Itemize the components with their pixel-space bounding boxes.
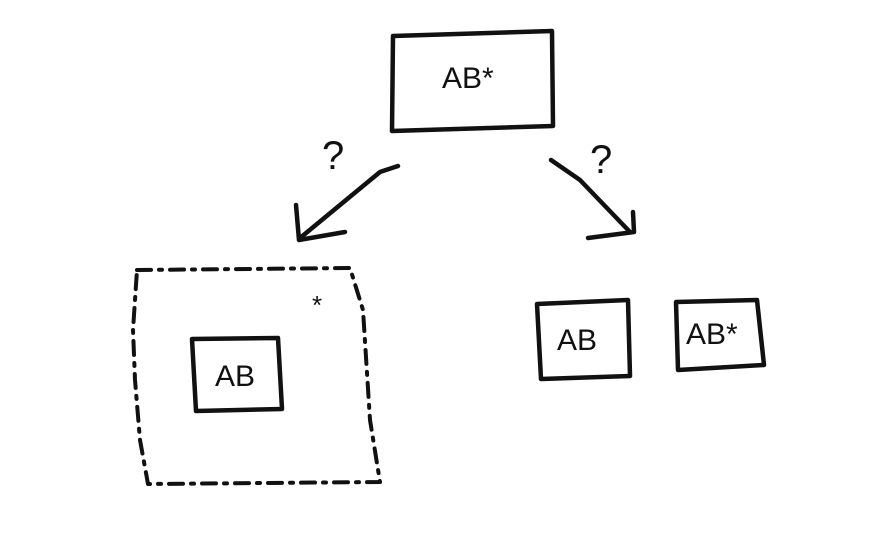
right-arrow: [548, 157, 637, 241]
left-arrow: [293, 163, 401, 243]
right-box-ab: [534, 297, 633, 382]
inner-box: [189, 335, 285, 414]
right-box-ab-star-label: AB*: [686, 318, 738, 351]
top-box-label: AB*: [442, 62, 494, 95]
dashed-group-star: *: [312, 290, 323, 320]
right-box-ab-label: AB: [557, 324, 598, 357]
top-box: [389, 28, 556, 134]
right-question-mark: ?: [590, 138, 613, 182]
dashed-group-border: [131, 266, 382, 486]
inner-box-label: AB: [215, 360, 256, 393]
left-question-mark: ?: [322, 134, 345, 178]
right-box-ab-star: [673, 297, 767, 373]
